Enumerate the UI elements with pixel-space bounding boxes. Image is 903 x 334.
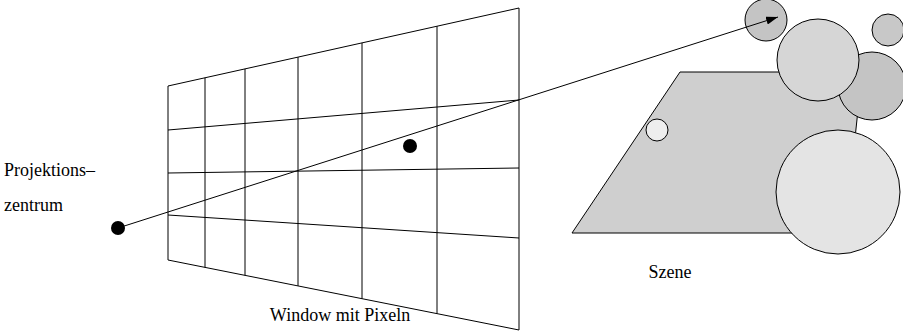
label-text: Projektions– zentrum: [4, 160, 95, 215]
view-ray: [118, 17, 778, 228]
scene: [572, 0, 903, 254]
pixel-row-line: [168, 168, 519, 173]
sphere: [646, 119, 668, 141]
pixel-dot: [403, 139, 417, 153]
sphere: [777, 19, 859, 101]
projection-center-dot: [111, 221, 125, 235]
window-label: Window mit Pixeln: [230, 303, 450, 327]
sphere: [776, 130, 900, 254]
pixel-column-line: [245, 69, 246, 275]
pixel-column-line: [362, 43, 363, 299]
pixel-row-line: [168, 100, 519, 130]
projection-center-label: Projektions– zentrum: [4, 153, 116, 223]
pixel-window: [168, 8, 519, 330]
pixel-column-line: [205, 78, 206, 268]
pixel-row-line: [168, 215, 519, 238]
pixel-column-line: [437, 26, 438, 313]
pixel-column-line: [298, 57, 299, 286]
label-text: Szene: [649, 262, 692, 282]
window-frame: [168, 8, 519, 330]
scene-label: Szene: [600, 260, 740, 284]
sphere: [872, 14, 903, 46]
label-text: Window mit Pixeln: [270, 305, 410, 325]
